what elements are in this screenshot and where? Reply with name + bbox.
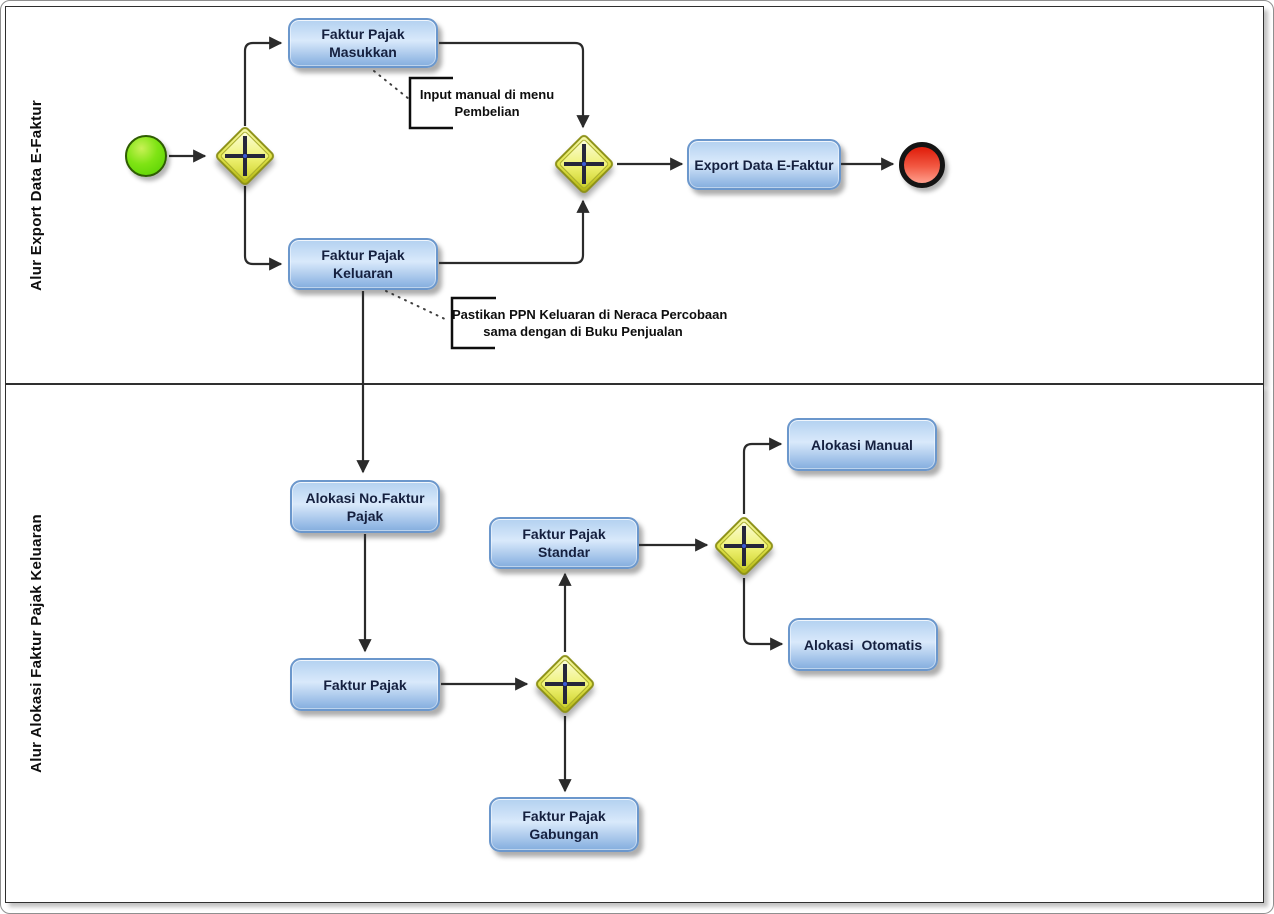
parallel-gateway-2 <box>552 132 616 196</box>
end-event <box>899 142 945 188</box>
task-alokasi-otomatis: Alokasi Otomatis <box>788 618 938 671</box>
association-masukkan-annotation <box>373 70 410 100</box>
task-label: Alokasi Manual <box>811 436 913 453</box>
annotation-bracket-2 <box>450 296 496 350</box>
task-label: Faktur Pajak <box>522 526 606 542</box>
task-label: Alokasi No.Faktur <box>305 489 425 506</box>
annotation-line: sama dengan di Buku Penjualan <box>483 324 683 339</box>
task-export-data-efaktur: Export Data E-Faktur <box>687 139 841 190</box>
task-label: Gabungan <box>529 825 599 842</box>
task-label: Masukkan <box>329 44 397 60</box>
task-alokasi-manual: Alokasi Manual <box>787 418 937 471</box>
task-faktur-pajak-masukkan: Faktur Pajak Masukkan <box>288 18 438 68</box>
annotation-line: Pastikan PPN Keluaran di Neraca Percobaa… <box>452 307 728 322</box>
task-faktur-pajak-gabungan: Faktur Pajak Gabungan <box>489 797 639 852</box>
association-keluaran-annotation <box>385 290 448 321</box>
flow-masukkan-to-gateway2 <box>439 41 590 129</box>
task-label: Alokasi Otomatis <box>803 636 923 653</box>
task-label: Faktur Pajak <box>321 247 405 263</box>
annotation-bracket-1 <box>408 76 453 130</box>
parallel-gateway-3 <box>533 652 597 716</box>
annotation-pastikan-ppn: Pastikan PPN Keluaran di Neraca Percobaa… <box>452 306 728 340</box>
task-label: Keluaran <box>333 265 393 281</box>
flow-gateway1-to-masukkan <box>243 36 283 126</box>
task-faktur-pajak: Faktur Pajak <box>290 658 440 711</box>
task-faktur-pajak-standar: Faktur Pajak Standar <box>489 517 639 569</box>
task-label: Export Data E-Faktur <box>694 156 834 173</box>
parallel-gateway-1 <box>213 124 277 188</box>
flow-gateway4-to-otomatis <box>742 578 784 651</box>
task-alokasi-no-faktur-pajak: Alokasi No.Faktur Pajak <box>290 480 440 533</box>
annotation-line: Pembelian <box>454 104 520 119</box>
flow-keluaran-to-gateway2 <box>439 199 590 265</box>
flow-gateway1-to-keluaran <box>243 186 283 271</box>
task-label: Standar <box>537 544 591 560</box>
start-event <box>125 135 167 177</box>
lane-export-data-efaktur: Alur Export Data E-Faktur <box>5 6 1264 384</box>
task-label: Faktur Pajak <box>323 676 407 693</box>
annotation-input-manual: Input manual di menu Pembelian <box>412 86 562 120</box>
task-faktur-pajak-keluaran: Faktur Pajak Keluaran <box>288 238 438 290</box>
task-label: Faktur Pajak <box>522 807 606 824</box>
parallel-gateway-4 <box>712 514 776 578</box>
task-label: Pajak <box>346 507 384 524</box>
annotation-line: Input manual di menu <box>419 87 555 102</box>
task-label: Faktur Pajak <box>321 26 405 42</box>
flow-gateway4-to-manual <box>742 437 783 514</box>
